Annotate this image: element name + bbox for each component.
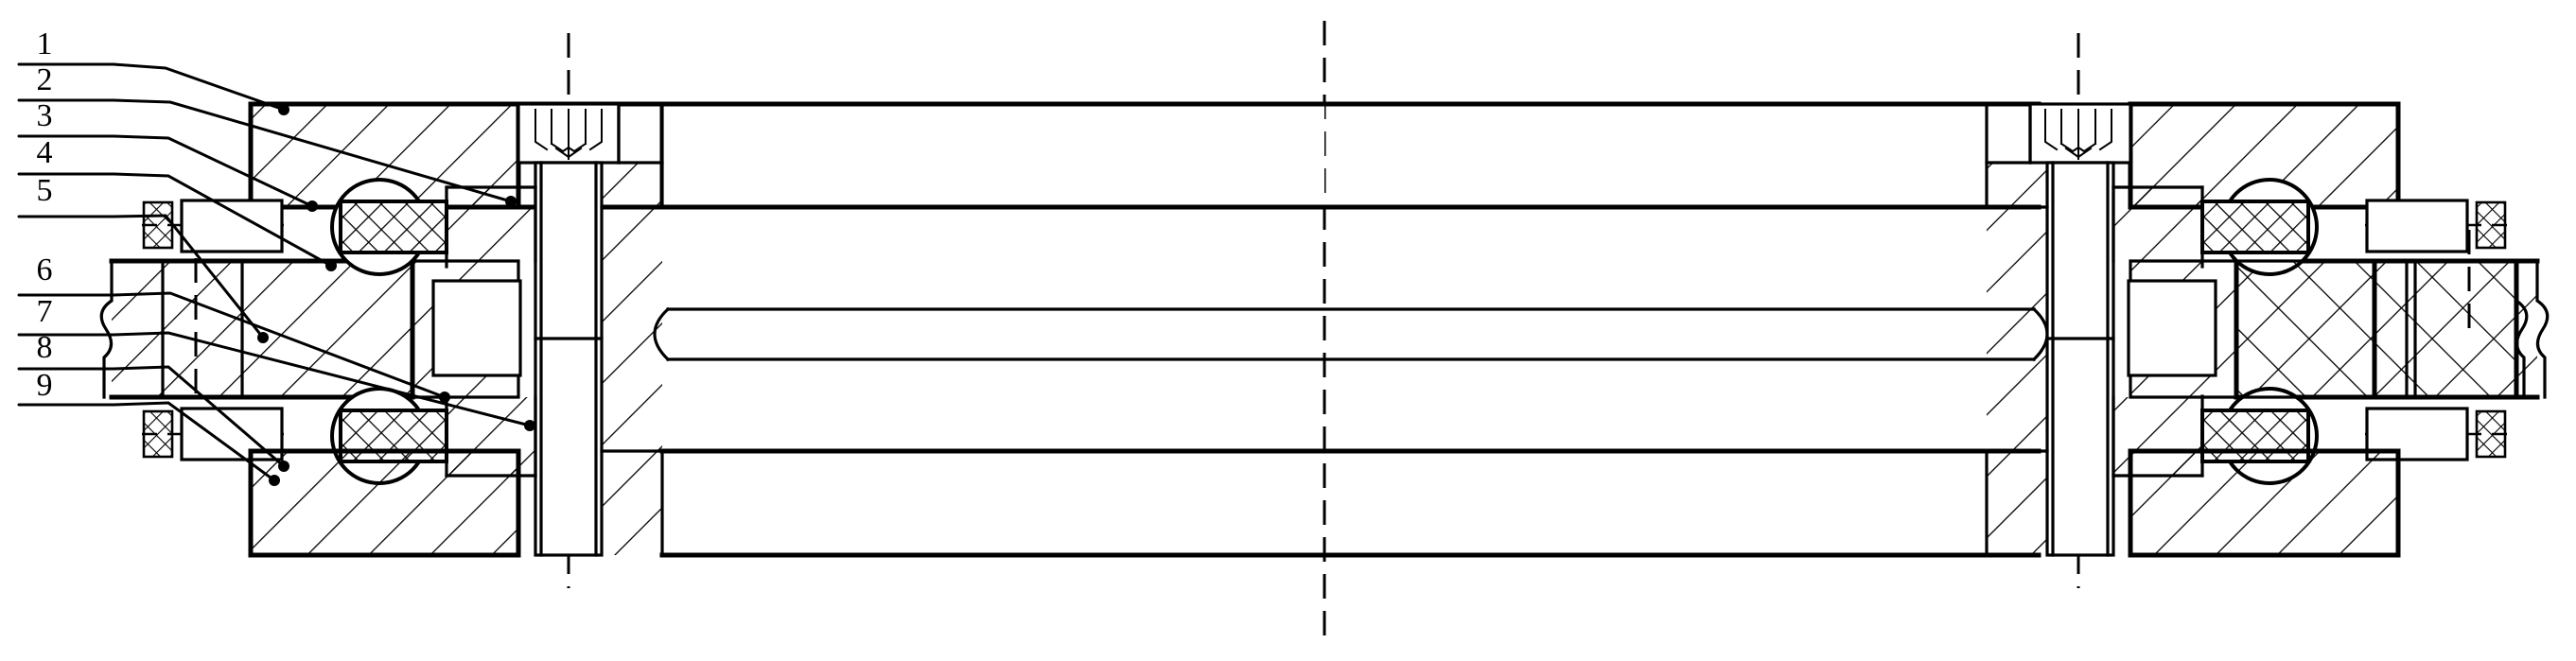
left-body-upper-wedge (445, 185, 537, 263)
right-break-line (2535, 259, 2550, 399)
callout-number-5: 5 (37, 173, 53, 208)
upper-left-spacer (180, 199, 284, 253)
right-bolt-head (2028, 102, 2132, 165)
callout-2: 2 (17, 62, 517, 207)
right-end-connector (2234, 259, 2376, 399)
callout-leader-4 (112, 172, 333, 268)
left-mass-right-of-bolt-lower (600, 449, 664, 557)
hex-socket-symbol-right (2044, 109, 2112, 160)
callout-dot-1 (278, 104, 289, 115)
callout-number-6: 6 (37, 252, 53, 287)
lower-left-spacer (180, 407, 284, 461)
callout-dot-8 (278, 461, 289, 472)
upper-right-seal-cage (2200, 200, 2310, 254)
callout-leader-6 (112, 291, 447, 399)
callout-4: 4 (17, 135, 337, 271)
callout-number-2: 2 (37, 62, 53, 97)
callout-leader-5 (112, 214, 265, 339)
right-body-upper-wedge (2112, 185, 2204, 263)
hex-socket-symbol (534, 109, 603, 160)
right-mass-left-of-bolt-lower (1985, 449, 2049, 557)
callout-8: 8 (17, 330, 289, 472)
right-bolt-shank (2045, 161, 2115, 557)
callout-number-7: 7 (37, 294, 53, 329)
callout-leader-9 (112, 401, 276, 482)
callout-dot-6 (439, 391, 450, 403)
left-bolt-head (517, 102, 621, 165)
upper-right-spacer (2365, 199, 2469, 253)
callout-3: 3 (17, 98, 318, 212)
callout-dot-9 (269, 475, 280, 486)
callout-leader-1 (112, 62, 286, 112)
callout-dot-5 (257, 332, 269, 343)
central-span-lines (653, 101, 2049, 558)
callout-number-3: 3 (37, 98, 53, 133)
left-bolt-shank (534, 161, 604, 557)
upper-left-seal-cage (339, 200, 448, 254)
right-mass-left-of-bolt-mid (1987, 207, 2047, 476)
callout-number-9: 9 (37, 368, 53, 403)
right-upper-bearing-group (2200, 178, 2507, 276)
left-body-lower-wedge (445, 395, 537, 478)
left-break-line (99, 259, 114, 399)
callout-dot-2 (505, 196, 517, 207)
left-upper-bearing-group (142, 178, 448, 276)
left-retaining-block (431, 279, 522, 377)
callout-number-8: 8 (37, 330, 53, 365)
callout-9: 9 (17, 368, 280, 486)
shaft-left-round-end (653, 306, 671, 362)
callout-number-4: 4 (37, 135, 53, 170)
callout-dot-7 (524, 420, 535, 431)
far-right-break-line (2515, 259, 2529, 399)
left-key-block (431, 279, 522, 377)
callout-1: 1 (17, 26, 289, 115)
callout-number-1: 1 (37, 26, 53, 61)
callout-dot-4 (325, 260, 337, 271)
callout-leader-3 (112, 134, 314, 208)
callout-dot-3 (307, 200, 318, 212)
callout-6: 6 (17, 252, 450, 403)
far-right-end-flange (2372, 258, 2529, 400)
callout-leader-2 (112, 98, 513, 203)
callout-leader-7 (112, 331, 532, 427)
left-mass-right-of-bolt-mid (602, 207, 662, 476)
callout-leader-8 (112, 365, 286, 468)
right-retaining-block (2127, 279, 2217, 377)
callout-7: 7 (17, 294, 535, 431)
right-body-lower-wedge (2112, 395, 2204, 478)
callout-5: 5 (17, 173, 269, 343)
